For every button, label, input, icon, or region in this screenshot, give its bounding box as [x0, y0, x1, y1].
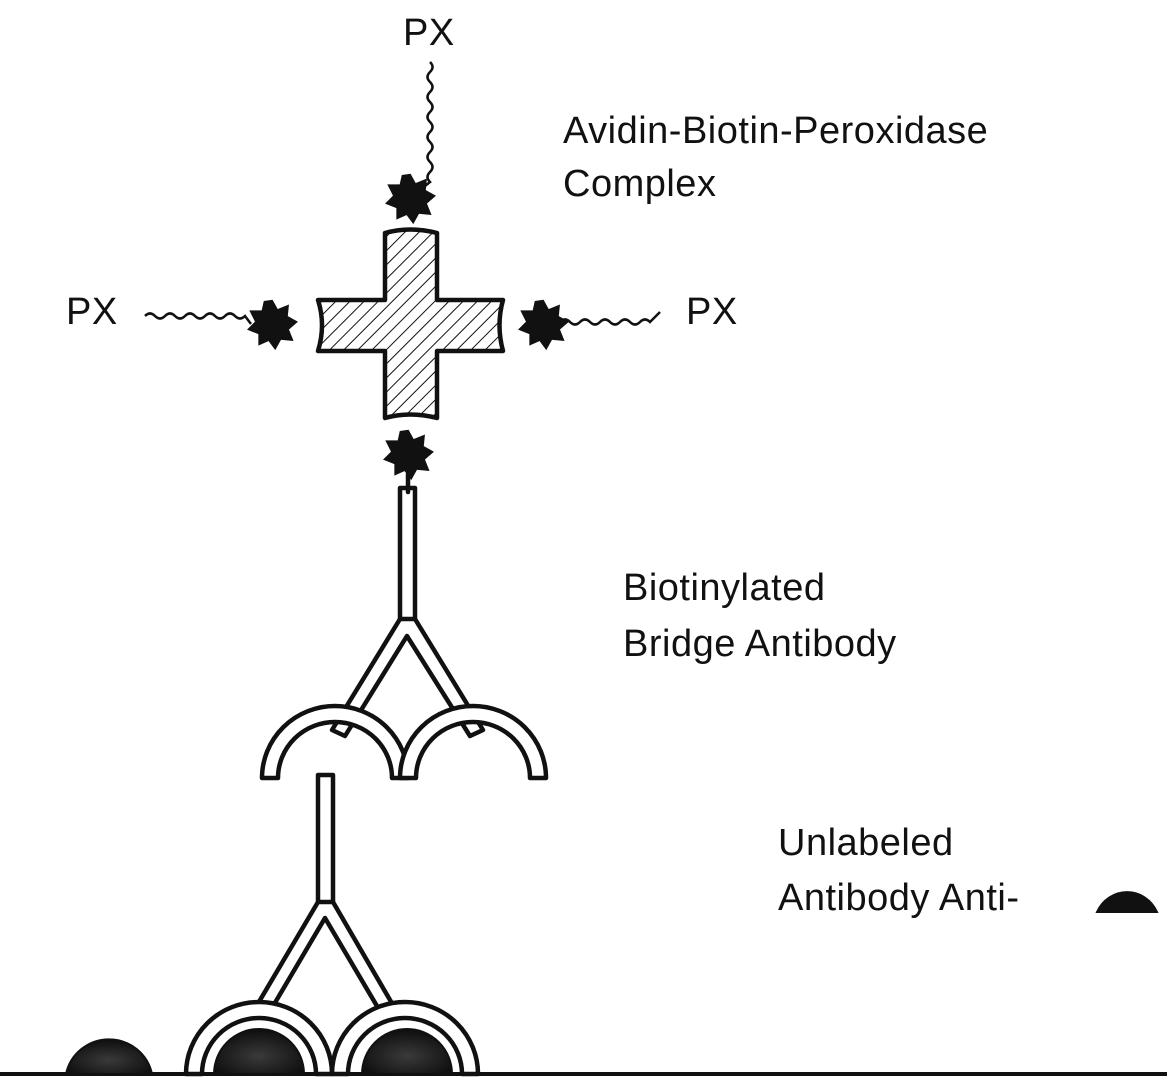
complex-label-line1: Avidin-Biotin-Peroxidase — [563, 110, 988, 152]
antigen-legend-icon — [1097, 892, 1157, 912]
px-label-left: PX — [66, 291, 118, 333]
peroxidase-chain-top — [425, 62, 433, 186]
peroxidase-chain-left — [145, 314, 251, 325]
peroxidase-chain-right — [560, 312, 660, 325]
biotin-right-icon — [520, 301, 567, 348]
antigen-3 — [362, 1029, 452, 1074]
biotin-bottom-icon — [385, 431, 432, 478]
unlabeled-label-line2: Antibody Anti- — [778, 877, 1019, 919]
biotin-left-icon — [249, 301, 296, 348]
antigen-1 — [66, 1039, 152, 1074]
complex-label-line2: Complex — [563, 163, 716, 205]
px-label-top: PX — [403, 12, 455, 54]
avidin-cross — [318, 230, 503, 419]
unlabeled-label-line1: Unlabeled — [778, 822, 954, 864]
antigen-group — [66, 1029, 452, 1074]
bridge-antibody — [262, 488, 546, 778]
bridge-label-line2: Bridge Antibody — [623, 623, 897, 665]
biotin-top-icon — [387, 175, 434, 222]
unlabeled-antibody — [186, 775, 478, 1074]
bridge-label-line1: Biotinylated — [623, 567, 825, 609]
px-label-right: PX — [686, 291, 738, 333]
antigen-2 — [214, 1029, 304, 1074]
